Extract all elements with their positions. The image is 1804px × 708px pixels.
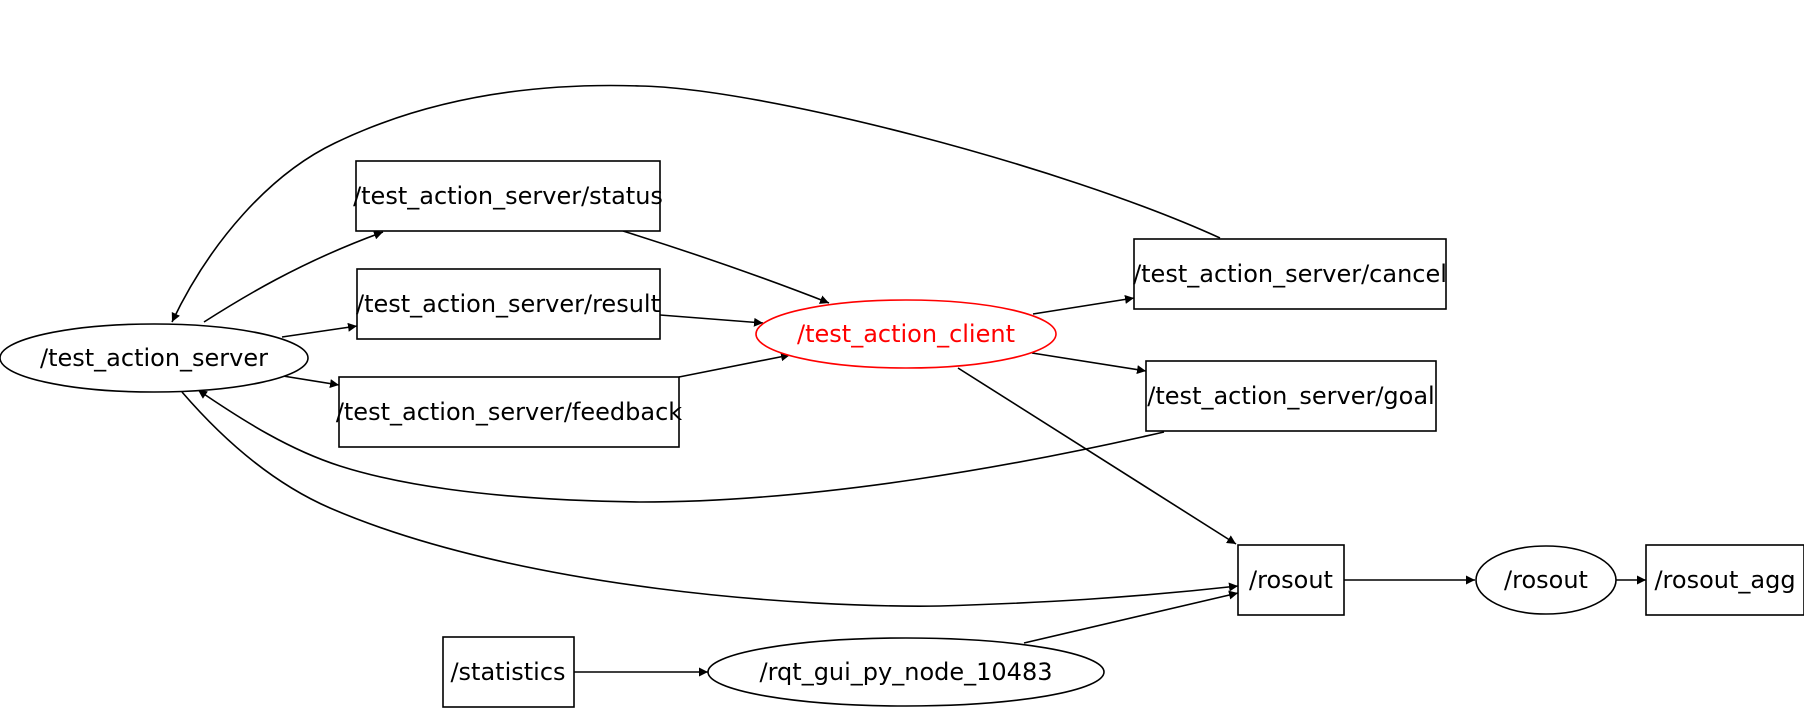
node-label: /test_action_server/status (353, 182, 663, 210)
edge-test-action-client-to-cancel[interactable] (1032, 294, 1135, 315)
node-test-action-client[interactable]: /test_action_client (755, 299, 1057, 369)
node-shape (338, 376, 680, 448)
node-shape (1475, 545, 1617, 615)
edge-result-to-test-action-client[interactable] (659, 314, 764, 327)
edge-cancel-to-test-action-server[interactable] (171, 84, 1221, 323)
node-shape (355, 160, 661, 232)
node-label: /test_action_server/goal (1147, 382, 1434, 410)
edge-test-action-client-to-goal[interactable] (1031, 352, 1147, 375)
node-shape (1645, 544, 1804, 616)
node-feedback[interactable]: /test_action_server/feedback (336, 376, 682, 448)
node-label: /test_action_server/feedback (336, 398, 682, 426)
node-statistics[interactable]: /statistics (442, 636, 575, 708)
node-label: /statistics (450, 658, 565, 686)
node-cancel[interactable]: /test_action_server/cancel (1133, 238, 1447, 310)
node-label: /test_action_server/cancel (1133, 260, 1447, 288)
node-goal[interactable]: /test_action_server/goal (1145, 360, 1437, 432)
edges (171, 84, 1646, 677)
edge-rqt-gui-to-rosout[interactable] (1023, 590, 1239, 644)
nodes: /test_action_server /test_action_server/… (0, 160, 1804, 708)
node-shape (755, 299, 1057, 369)
node-test-action-server[interactable]: /test_action_server (0, 323, 309, 393)
edge-feedback-to-test-action-client[interactable] (678, 352, 791, 378)
node-shape (0, 323, 309, 393)
edge-test-action-server-to-status[interactable] (203, 230, 384, 323)
node-rqt-gui[interactable]: /rqt_gui_py_node_10483 (707, 637, 1105, 707)
edge-test-action-server-to-result[interactable] (281, 322, 358, 338)
node-shape (1133, 238, 1447, 310)
node-label: /test_action_server/result (356, 290, 660, 318)
node-rosout[interactable]: /rosout (1475, 545, 1617, 615)
node-label: /test_action_server (40, 344, 268, 372)
node-label: /rosout (1249, 566, 1333, 594)
node-label: /rosout (1504, 566, 1588, 594)
node-shape (707, 637, 1105, 707)
node-shape (1145, 360, 1437, 432)
edge-test-action-client-to-rosout[interactable] (957, 367, 1237, 545)
node-rosout-topic[interactable]: /rosout (1237, 544, 1345, 616)
node-label: /rosout_agg (1654, 566, 1795, 594)
node-status[interactable]: /test_action_server/status (353, 160, 663, 232)
edge-test-action-server-to-rosout[interactable] (181, 391, 1239, 607)
node-label: /rqt_gui_py_node_10483 (760, 658, 1053, 686)
edge-status-to-test-action-client[interactable] (622, 230, 830, 304)
node-shape (356, 268, 661, 340)
node-shape (442, 636, 575, 708)
node-label: /test_action_client (797, 320, 1015, 348)
edge-goal-to-test-action-server[interactable] (197, 389, 1165, 503)
node-rosout-agg[interactable]: /rosout_agg (1645, 544, 1804, 616)
node-shape (1237, 544, 1345, 616)
node-result[interactable]: /test_action_server/result (356, 268, 661, 340)
edge-test-action-server-to-feedback[interactable] (282, 375, 340, 389)
